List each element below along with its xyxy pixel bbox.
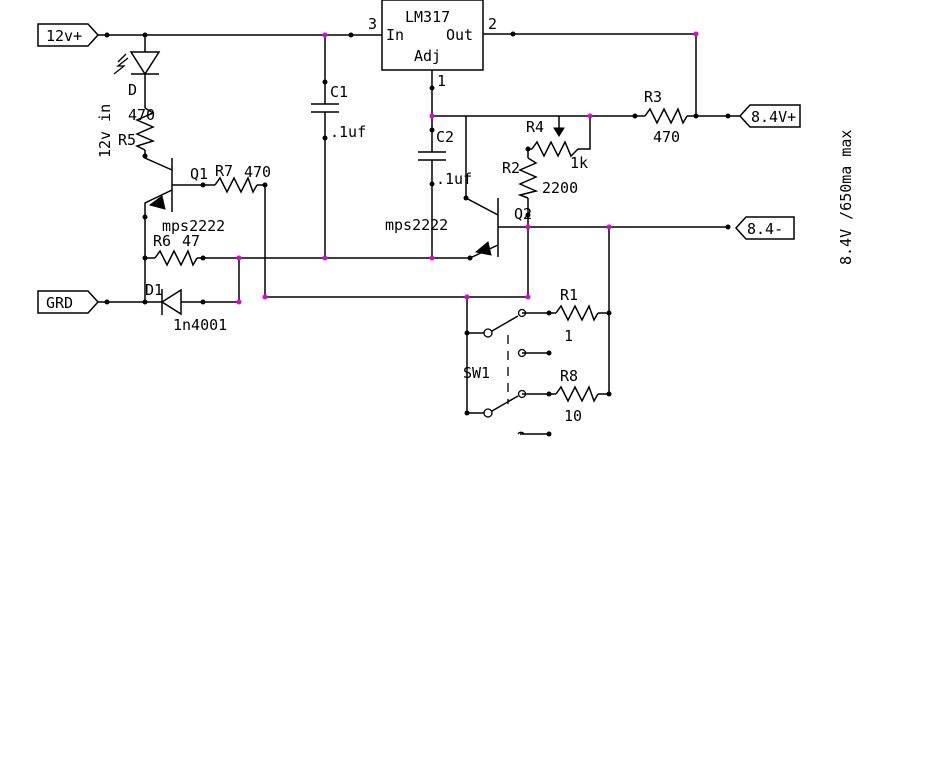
lm317-pin-in: 3: [368, 15, 377, 33]
resistor-r2: R2 2200: [502, 157, 578, 199]
r2-value: 2200: [542, 179, 578, 197]
connector-output-positive: 8.4V+: [738, 104, 801, 128]
r3-value: 470: [653, 128, 680, 146]
r6-ref: R6: [153, 232, 171, 250]
q1-ref: Q1: [190, 165, 208, 183]
led-indicator: D 12v in: [96, 51, 161, 158]
led-caption: 12v in: [96, 104, 114, 158]
resistor-r8: R8 10: [555, 367, 599, 425]
lm317-regulator: LM317 In Out Adj 3 2 1: [368, 0, 497, 90]
resistor-r7: R7 470: [214, 162, 271, 194]
r1-ref: R1: [560, 286, 578, 304]
r7-value: 470: [244, 163, 271, 181]
r5-ref: R5: [118, 131, 136, 149]
r2-ref: R2: [502, 159, 520, 177]
c1-ref: C1: [330, 83, 348, 101]
r8-ref: R8: [560, 367, 578, 385]
lm317-pin-out: 2: [488, 15, 497, 33]
switch-sw1: SW1: [463, 308, 527, 435]
r1-value: 1: [564, 327, 573, 345]
lm317-pin-adj: 1: [437, 72, 446, 90]
connector-output-negative: 8.4-: [734, 216, 795, 240]
junction-dots: [236, 31, 699, 305]
r7-ref: R7: [215, 162, 233, 180]
connector-ground-label: GRD: [46, 294, 73, 312]
diode-d1: D1 1n4001: [145, 281, 227, 334]
r5-value: 470: [128, 106, 155, 124]
c2-value: .1uf: [436, 170, 472, 188]
connector-output-negative-label: 8.4-: [747, 220, 783, 238]
capacitor-c2: C2 .1uf: [418, 128, 472, 188]
lm317-adj-label: Adj: [414, 47, 441, 65]
terminal-dots: [104, 31, 731, 437]
q2-ref: Q2: [514, 205, 532, 223]
output-rating-label: 8.4V /650ma max: [837, 130, 855, 265]
resistor-r6: R6 47: [153, 232, 200, 267]
r6-value: 47: [182, 232, 200, 250]
resistor-r5: 470 R5: [118, 106, 156, 151]
lm317-name: LM317: [405, 8, 450, 26]
q2-type: mps2222: [385, 216, 448, 234]
connector-output-positive-label: 8.4V+: [751, 108, 796, 126]
connector-12v-in: 12v+: [37, 23, 100, 47]
q1-type: mps2222: [162, 217, 225, 235]
d1-type: 1n4001: [173, 316, 227, 334]
sw1-ref: SW1: [463, 364, 490, 382]
d1-ref: D1: [145, 281, 163, 299]
connector-12v-label: 12v+: [46, 27, 82, 45]
transistor-q1: Q1 mps2222: [148, 158, 225, 235]
transistor-q2: Q2 mps2222: [385, 198, 532, 257]
resistor-r1: R1 1: [555, 286, 599, 345]
resistor-r3: R3 470: [644, 88, 688, 146]
capacitor-c1: C1 .1uf: [311, 83, 366, 141]
led-ref: D: [128, 81, 137, 99]
c1-value: .1uf: [330, 123, 366, 141]
r4-value: 1k: [570, 154, 588, 172]
connector-ground: GRD: [37, 290, 100, 314]
resistor-r4-potentiometer: R4 1k: [526, 118, 588, 172]
lm317-out-label: Out: [446, 26, 473, 44]
r3-ref: R3: [644, 88, 662, 106]
c2-ref: C2: [436, 128, 454, 146]
r8-value: 10: [564, 407, 582, 425]
lm317-in-label: In: [386, 26, 404, 44]
r4-ref: R4: [526, 118, 544, 136]
